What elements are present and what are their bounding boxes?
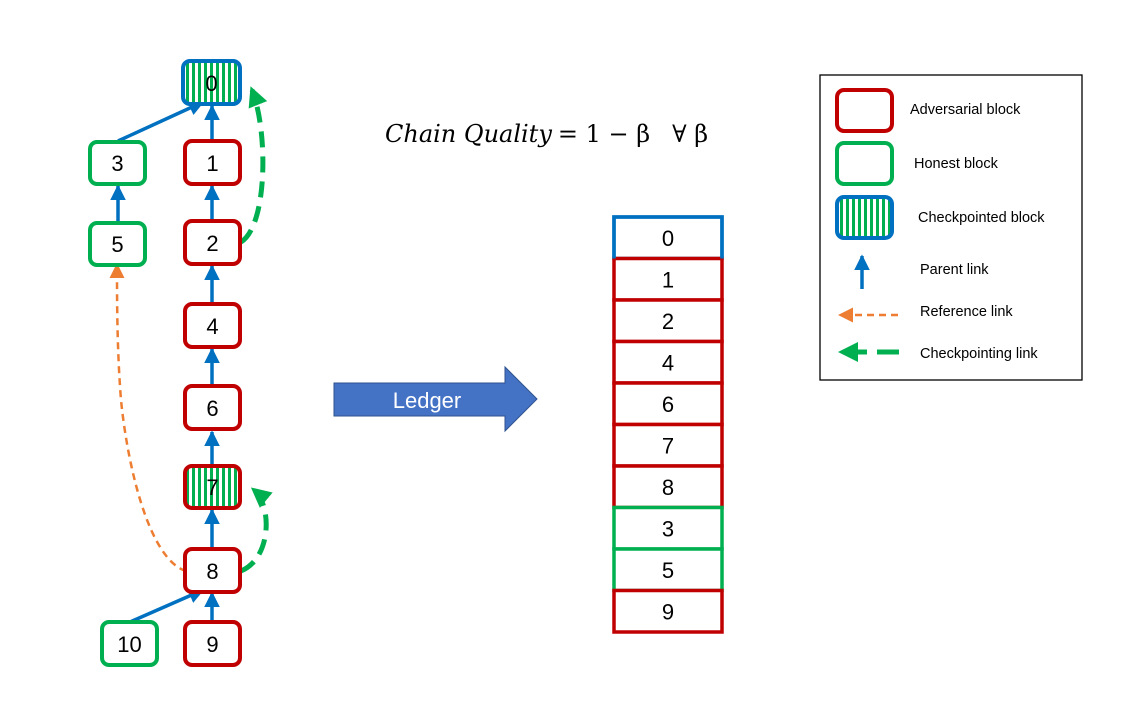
chain-quality-formula: Chain Quality= 1 − β ∀ β: [385, 120, 708, 148]
ledger-row-2: 2: [612, 298, 724, 344]
ledger-cell: [612, 422, 724, 468]
ledger-cell: [612, 381, 724, 427]
tree-block-7: 7: [183, 464, 242, 510]
ledger-cell-label: 5: [662, 558, 674, 583]
tree-block-label: 7: [206, 475, 218, 500]
ledger-row-8: 8: [612, 464, 724, 510]
legend-label: Parent link: [920, 262, 989, 278]
tree-block-4: 4: [183, 302, 242, 349]
ledger-row-0: 0: [612, 215, 724, 261]
legend-label: Reference link: [920, 304, 1013, 320]
ledger-column: 0 1 2 4 6 7 8 3 5 9: [612, 215, 724, 634]
legend-item-parent-link: Parent link: [854, 254, 989, 289]
ledger-cell-label: 0: [662, 226, 674, 251]
ledger-row-9: 9: [612, 588, 724, 634]
ledger-cell: [612, 547, 724, 593]
tree-block-label: 1: [206, 151, 218, 176]
tree-block-2: 2: [183, 219, 242, 266]
ledger-arrow-shape: [333, 365, 538, 433]
legend-item-reference-link: Reference link: [838, 304, 1013, 323]
ledger-row-7: 7: [612, 422, 724, 468]
ledger-row-3: 3: [612, 505, 724, 551]
tree-block-9: 9: [183, 620, 242, 667]
ledger-cell-label: 2: [662, 309, 674, 334]
tree-block-label: 3: [111, 151, 123, 176]
legend-label: Honest block: [914, 156, 999, 172]
legend-label: Checkpointing link: [920, 346, 1038, 362]
legend-label: Checkpointed block: [918, 210, 1045, 226]
ledger-cell-label: 8: [662, 475, 674, 500]
tree-block-label: 8: [206, 559, 218, 584]
ledger-arrow-label: Ledger: [393, 388, 462, 413]
reference-link-8-5: [109, 263, 187, 573]
honest-block-icon: [835, 141, 894, 186]
legend-item-adversarial: Adversarial block: [835, 88, 1021, 133]
legend-label: Adversarial block: [910, 102, 1021, 118]
legend-item-checkpointed: Checkpointed block: [835, 195, 1045, 240]
tree-block-label: 4: [206, 314, 218, 339]
ledger-cell-label: 9: [662, 600, 674, 625]
ledger-arrow: Ledger: [333, 365, 538, 433]
ledger-cell-label: 6: [662, 392, 674, 417]
tree-block-label: 6: [206, 396, 218, 421]
tree-links: [109, 86, 273, 624]
legend-item-checkpointing-link: Checkpointing link: [838, 342, 1038, 362]
ledger-row-1: 1: [612, 256, 724, 302]
legend: Adversarial block Honest block Checkpoin…: [819, 74, 1083, 381]
legend-item-honest: Honest block: [835, 141, 999, 186]
tree-block-0: 0: [181, 59, 242, 106]
ledger-cell: [612, 588, 724, 634]
parent-link-3-0: [117, 100, 205, 143]
tree-block-6: 6: [183, 384, 242, 431]
ledger-row-6: 6: [612, 381, 724, 427]
tree-block-5: 5: [88, 221, 147, 267]
checkpointed-block-icon: [835, 195, 894, 240]
parent-link-10-8: [129, 588, 205, 624]
checkpointing-link-2-0: [239, 86, 268, 245]
ledger-cell-label: 1: [662, 268, 674, 293]
tree-block-1: 1: [183, 139, 242, 186]
tree-block-3: 3: [88, 140, 147, 186]
tree-block-label: 9: [206, 632, 218, 657]
ledger-cell-label: 7: [662, 434, 674, 459]
ledger-cell-label: 4: [662, 351, 674, 376]
adversarial-block-icon: [835, 88, 894, 133]
checkpointing-link-8-7: [239, 487, 273, 574]
formula-quantifier: ∀ β: [672, 120, 708, 148]
tree-blocks: 0 1 2 4 6 7 8 9: [88, 59, 242, 667]
tree-block-8: 8: [183, 547, 242, 594]
tree-block-label: 2: [206, 231, 218, 256]
tree-block-label: 10: [117, 632, 141, 657]
tree-block-label: 5: [111, 232, 123, 257]
ledger-row-4: 4: [612, 339, 724, 385]
tree-block-10: 10: [100, 620, 159, 667]
ledger-row-5: 5: [612, 547, 724, 593]
ledger-cell: [612, 505, 724, 551]
tree-block-label: 0: [205, 71, 217, 96]
formula-lhs: Chain Quality: [385, 120, 552, 148]
formula-rhs: = 1 − β: [558, 120, 650, 148]
ledger-checkpoint-border: [612, 215, 724, 259]
ledger-cell-label: 3: [662, 517, 674, 542]
